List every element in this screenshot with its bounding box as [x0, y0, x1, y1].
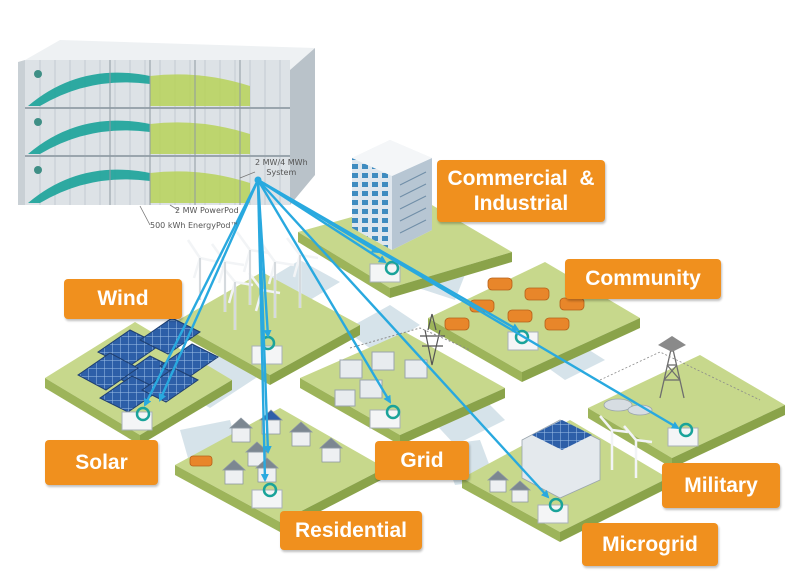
label-commercial-line1: Commercial & [447, 167, 595, 190]
battery-unit-solar [121, 406, 153, 431]
office-building [352, 140, 432, 250]
arrow-to-residential-2 [256, 179, 272, 454]
battery-unit-community [507, 329, 539, 351]
label-wind: Wind [64, 279, 182, 319]
substation [334, 313, 471, 407]
label-military: Military [662, 463, 780, 508]
energypod-caption: 500 kWh EnergyPod™ [150, 221, 239, 230]
label-commercial-line2: Industrial [473, 192, 569, 215]
label-microgrid: Microgrid [582, 523, 718, 566]
battery-unit-military [667, 422, 699, 447]
system-caption: 2 MW/4 MWh System [255, 158, 308, 178]
arrow-to-grid [256, 179, 392, 404]
military-tower [599, 336, 761, 416]
battery-units [121, 260, 699, 524]
battery-unit-grid [369, 404, 401, 429]
powerpod-caption: 2 MW PowerPod [175, 206, 239, 215]
system-caption-line1: 2 MW/4 MWh [255, 158, 308, 167]
arrow-to-microgrid [257, 179, 550, 499]
label-grid: Grid [375, 441, 469, 480]
distribution-arrows [143, 178, 680, 499]
arrow-to-military [257, 178, 680, 430]
arrow-to-solar [143, 179, 260, 407]
solar-panels [77, 317, 219, 413]
residential-houses [189, 409, 344, 485]
arrow-to-solar-2 [158, 179, 260, 402]
energy-storage-container [18, 40, 315, 226]
arrow-origin [254, 176, 262, 184]
label-residential: Residential [280, 511, 422, 550]
microgrid-buildings [486, 415, 653, 503]
label-solar: Solar [45, 440, 158, 485]
battery-unit-residential [251, 482, 283, 509]
tile-military [588, 355, 785, 468]
label-community: Community [565, 259, 721, 299]
battery-unit-microgrid [537, 497, 569, 524]
system-caption-line2: System [266, 168, 297, 177]
label-commercial-industrial: Commercial & Industrial [437, 160, 605, 222]
battery-unit-commercial [369, 260, 401, 283]
community-cars [444, 277, 585, 331]
